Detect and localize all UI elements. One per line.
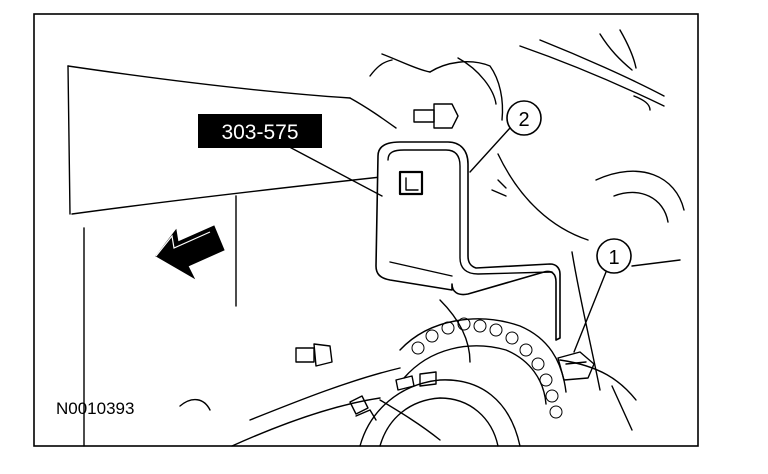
special-tool-bracket xyxy=(375,141,561,341)
callout-2-number: 2 xyxy=(518,109,529,131)
figure-frame xyxy=(33,13,699,447)
leader-lines xyxy=(279,127,607,353)
stud-bolts xyxy=(295,103,595,381)
tool-number-text: 303-575 xyxy=(221,121,298,144)
tool-number-label: 303-575 xyxy=(198,114,322,148)
figure-id: N0010393 xyxy=(56,399,134,418)
callout-1: 1 xyxy=(596,238,632,274)
direction-arrow-icon xyxy=(155,225,225,280)
crankshaft-sprocket xyxy=(349,371,521,447)
timing-chain xyxy=(399,317,567,419)
callout-2: 2 xyxy=(506,100,542,136)
callout-1-number: 1 xyxy=(608,247,619,269)
